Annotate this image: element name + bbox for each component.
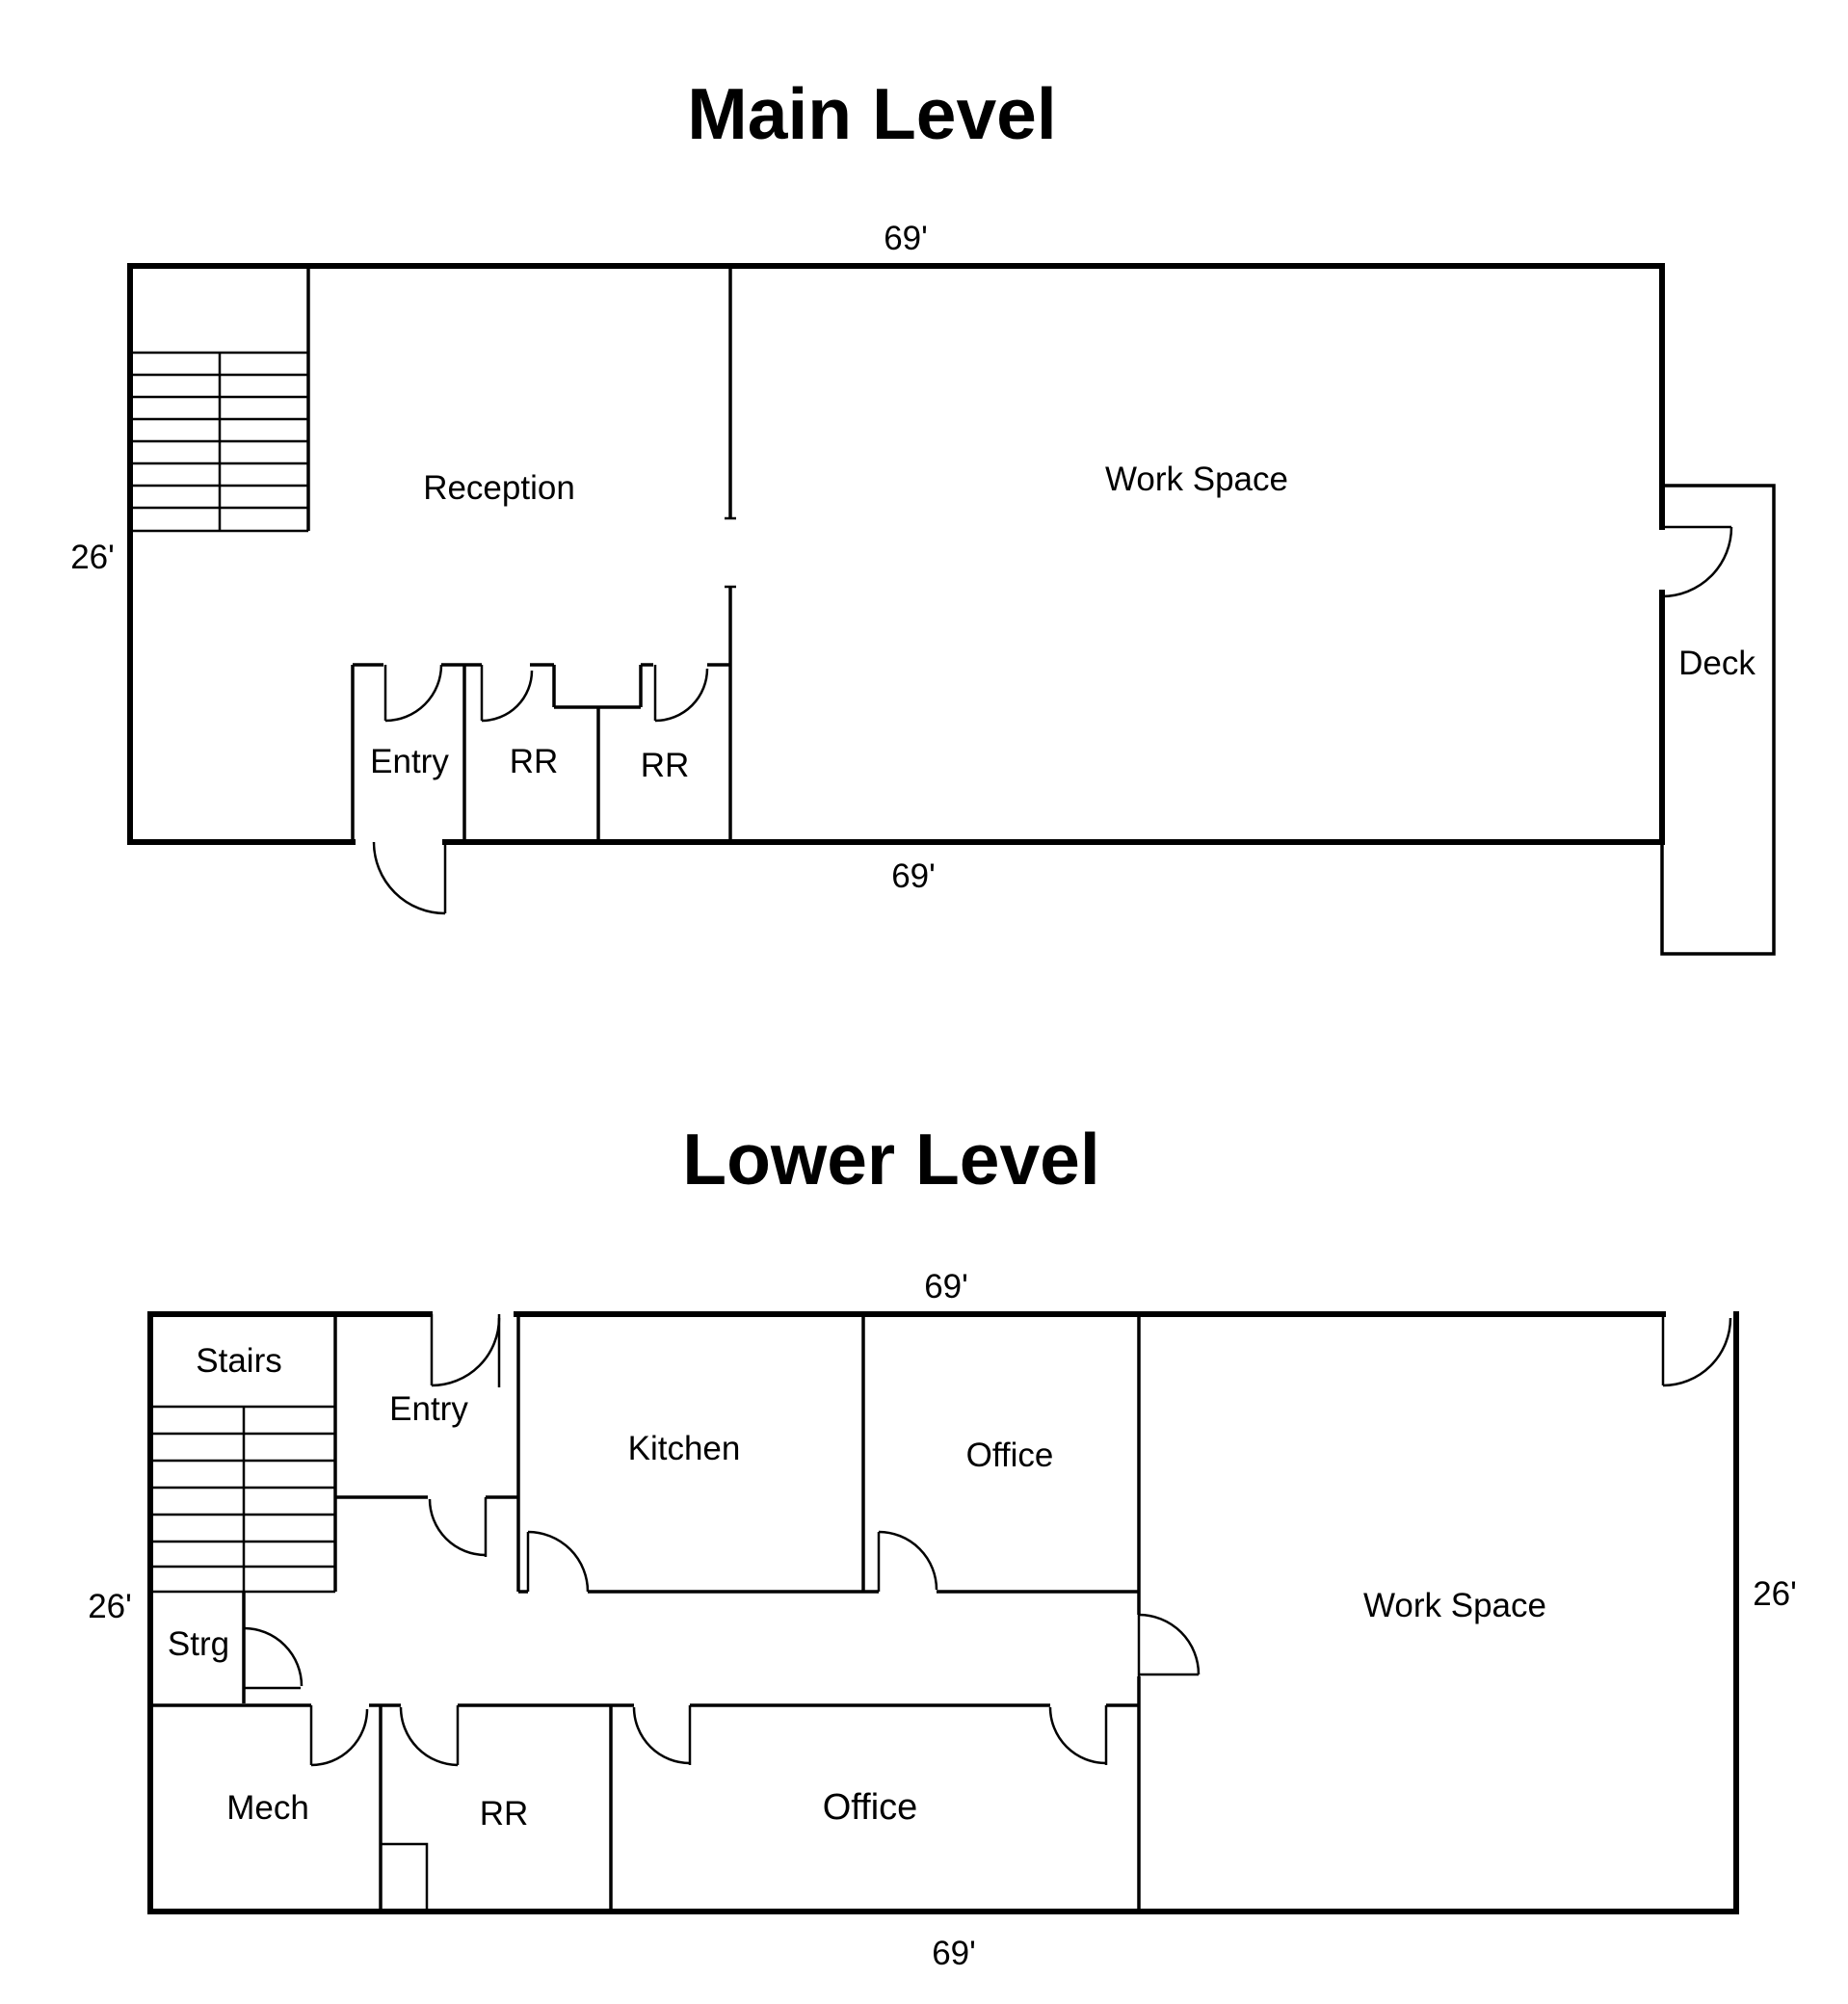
main-level: Main Level xyxy=(70,73,1776,956)
dimension-top: 69' xyxy=(924,1268,968,1305)
room-label-kitchen: Kitchen xyxy=(628,1430,741,1467)
lower-exterior-entry-door xyxy=(430,1314,501,1387)
mech-door xyxy=(309,1705,369,1767)
lower-level-title: Lower Level xyxy=(682,1119,1099,1200)
room-label-rr: RR xyxy=(510,743,559,780)
room-label-office: Office xyxy=(966,1437,1054,1474)
dimension-bottom: 69' xyxy=(932,1935,976,1972)
work-space-exterior-door xyxy=(1661,1314,1732,1387)
dimension-right: 26' xyxy=(1753,1575,1797,1613)
main-level-doors xyxy=(372,525,1733,915)
storage-door xyxy=(243,1626,304,1687)
room-label-reception: Reception xyxy=(423,469,575,507)
main-exterior-entry-door xyxy=(372,841,447,915)
entry-interior-door xyxy=(383,664,443,723)
room-label-deck: Deck xyxy=(1678,645,1756,682)
main-level-outer-walls xyxy=(127,263,1665,845)
office-upper-door xyxy=(877,1530,938,1592)
main-level-stairs xyxy=(130,266,310,533)
lower-level-doors xyxy=(243,1314,1732,1767)
work-space-door xyxy=(1137,1613,1201,1676)
dimension-bottom: 69' xyxy=(891,857,936,895)
dimension-top: 69' xyxy=(884,220,928,257)
lower-level-outer-walls xyxy=(147,1311,1739,1914)
main-level-deck xyxy=(1660,484,1776,956)
rr2-door xyxy=(653,665,709,723)
room-label-rr: RR xyxy=(480,1795,529,1833)
main-level-title: Main Level xyxy=(687,73,1056,154)
room-label-entry: Entry xyxy=(389,1390,468,1428)
room-label-office: Office xyxy=(823,1787,918,1828)
office-lower-left-door xyxy=(632,1705,692,1765)
dimension-left: 26' xyxy=(70,539,115,576)
main-level-restroom-block xyxy=(351,663,730,842)
kitchen-door xyxy=(526,1530,590,1593)
lower-level-upper-rooms xyxy=(518,1314,1141,1615)
office-lower-right-door xyxy=(1048,1705,1108,1765)
room-label-stairs: Stairs xyxy=(196,1342,281,1380)
room-label-strg: Strg xyxy=(168,1625,229,1663)
room-label-mech: Mech xyxy=(226,1789,309,1827)
lower-level-storage-walls xyxy=(242,1592,301,1703)
rr-door xyxy=(399,1705,460,1767)
room-label-work-space: Work Space xyxy=(1363,1587,1546,1624)
room-label-work-space: Work Space xyxy=(1105,461,1288,498)
deck-door xyxy=(1661,525,1733,598)
entry-hall-door xyxy=(428,1497,488,1557)
rr1-door xyxy=(480,665,534,723)
room-label-entry: Entry xyxy=(370,743,449,780)
dimension-left: 26' xyxy=(88,1588,132,1625)
main-level-partition xyxy=(725,266,736,842)
lower-level: Lower Level xyxy=(88,1119,1797,1972)
room-label-rr: RR xyxy=(641,747,690,784)
lower-level-entry-walls xyxy=(335,1314,520,1592)
lower-level-lower-rooms xyxy=(150,1703,1139,1912)
